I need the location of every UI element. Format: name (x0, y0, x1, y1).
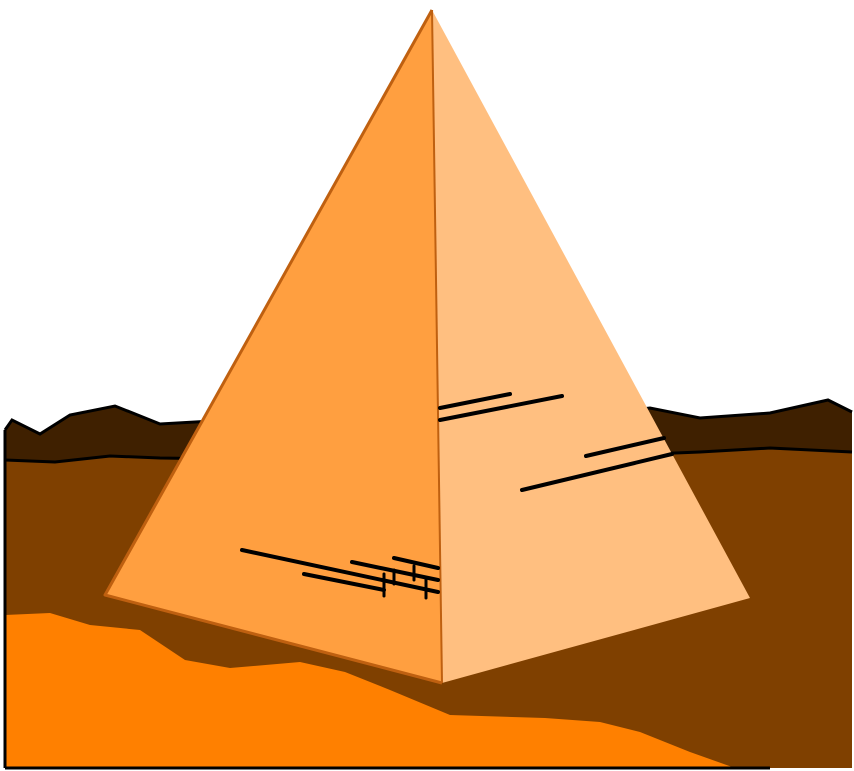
pyramid-scene (0, 0, 854, 771)
